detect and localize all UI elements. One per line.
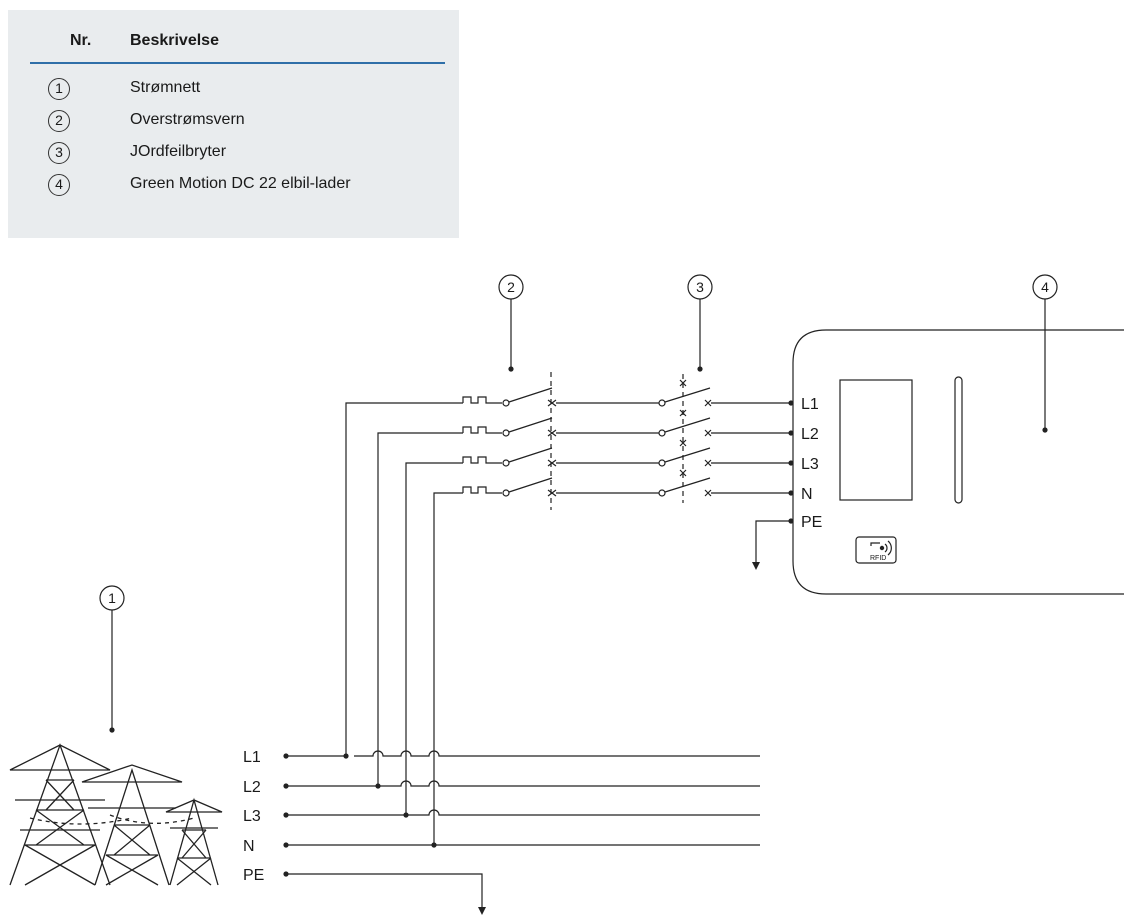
legend-row: 3 JOrdfeilbryter [8, 140, 459, 170]
charger-label-l1: L1 [801, 396, 819, 413]
legend-divider [30, 62, 445, 64]
rfid-icon [855, 536, 897, 564]
legend-row: 2 Overstrømsvern [8, 108, 459, 138]
legend-header-nr: Nr. [70, 32, 92, 49]
charger-label-pe: PE [801, 514, 822, 531]
legend-number-badge: 1 [48, 78, 70, 100]
overcurrent-breakers [462, 372, 557, 510]
callout-leaders [99, 274, 1058, 728]
legend-row: 4 Green Motion DC 22 elbil-lader [8, 172, 459, 202]
charger-label-l3: L3 [801, 456, 819, 473]
legend-number-badge: 4 [48, 174, 70, 196]
callout-2: 2 [507, 279, 515, 295]
legend-header-description: Beskrivelse [130, 32, 219, 49]
grid-label-pe: PE [243, 867, 264, 884]
charger-label-n: N [801, 486, 813, 503]
grid-label-l3: L3 [243, 808, 261, 825]
callout-4: 4 [1041, 279, 1049, 295]
legend-number-badge: 3 [48, 142, 70, 164]
callout-3: 3 [696, 279, 704, 295]
legend-description: Green Motion DC 22 elbil-lader [130, 175, 351, 192]
legend-description: Overstrømsvern [130, 111, 245, 128]
legend-number-badge: 2 [48, 110, 70, 132]
rfid-label: RFID [870, 555, 886, 562]
callout-1: 1 [108, 590, 116, 606]
grid-label-l1: L1 [243, 749, 261, 766]
grid-label-l2: L2 [243, 779, 261, 796]
grid-bus-lines [286, 750, 760, 908]
legend-description: Strømnett [130, 79, 201, 96]
charger-label-l2: L2 [801, 426, 819, 443]
legend-table: Nr. Beskrivelse 1 Strømnett 2 Overstrøms… [8, 10, 459, 238]
ev-charger [792, 329, 1124, 595]
grid-label-n: N [243, 838, 255, 855]
residual-current-device [658, 374, 712, 503]
legend-description: JOrdfeilbryter [130, 143, 227, 160]
legend-row: 1 Strømnett [8, 76, 459, 106]
power-pylons-icon [9, 743, 223, 886]
